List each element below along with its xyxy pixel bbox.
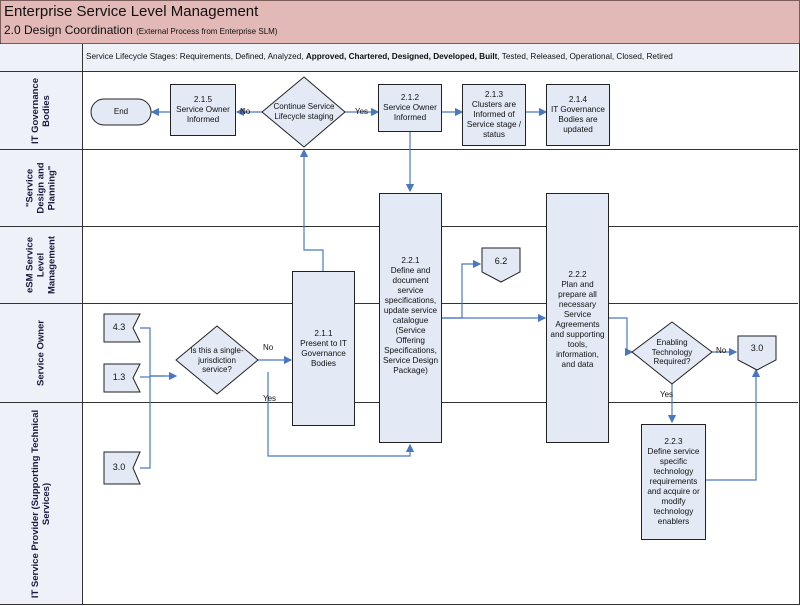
diagram-title: Enterprise Service Level Management — [4, 3, 259, 20]
diagram-header: Enterprise Service Level Management 2.0 … — [0, 0, 800, 44]
lane-it-service-provider: IT Service Provider (Supporting Technica… — [0, 403, 83, 604]
process-2-2-1: 2.2.1 Define and document service specif… — [379, 193, 442, 443]
edge-label-yes: Yes — [355, 107, 369, 116]
lane-service-owner: Service Owner — [0, 304, 83, 403]
process-2-1-1: 2.1.1 Present to IT Governance Bodies — [292, 271, 355, 426]
subtitle-note: (External Process from Enterprise SLM) — [136, 27, 278, 36]
lifecycle-stages-bar: Service Lifecycle Stages: Requirements, … — [83, 44, 798, 72]
edge-label-yes: Yes — [660, 390, 674, 399]
lane-esm-slm: eSM Service Level Management — [0, 227, 83, 304]
offpage-ref-3-0: 3.0 — [750, 343, 764, 353]
lane-divider — [82, 149, 798, 150]
offpage-ref-6-2: 6.2 — [494, 256, 508, 266]
edge-label-no: No — [263, 343, 274, 352]
corner-cell — [0, 44, 83, 72]
process-2-2-3: 2.2.3 Define service specific technology… — [641, 424, 706, 540]
edge-label-no: No — [716, 346, 727, 355]
enabling-technology-decision: Enabling Technology Required? — [651, 338, 693, 366]
process-2-1-5: 2.1.5 Service Owner Informed — [170, 84, 236, 136]
lifecycle-stages-text: Service Lifecycle Stages: Requirements, … — [86, 52, 673, 61]
input-ref-1-3: 1.3 — [112, 372, 126, 382]
continue-staging-decision: Continue Service Lifecycle staging — [273, 102, 335, 121]
input-ref-4-3: 4.3 — [112, 322, 126, 332]
input-ref-3-0: 3.0 — [112, 462, 126, 472]
process-2-1-4: 2.1.4 IT Governance Bodies are updated — [546, 84, 610, 146]
process-2-1-2: 2.1.2 Service Owner Informed — [378, 84, 442, 132]
single-jurisdiction-decision: Is this a single- jurisdiction service? — [190, 346, 244, 374]
end-terminator: End — [113, 107, 129, 116]
lane-service-design: "Service Design and Planning" — [0, 150, 83, 227]
edge-label-yes: Yes — [263, 394, 277, 403]
process-2-2-2: 2.2.2 Plan and prepare all necessary Ser… — [546, 193, 609, 443]
lane-it-governance: IT Governance Bodies — [0, 72, 83, 150]
diagram-subtitle: 2.0 Design Coordination (External Proces… — [4, 23, 278, 37]
edge-label-no: No — [240, 107, 251, 116]
process-2-1-3: 2.1.3 Clusters are Informed of Service s… — [462, 84, 526, 146]
